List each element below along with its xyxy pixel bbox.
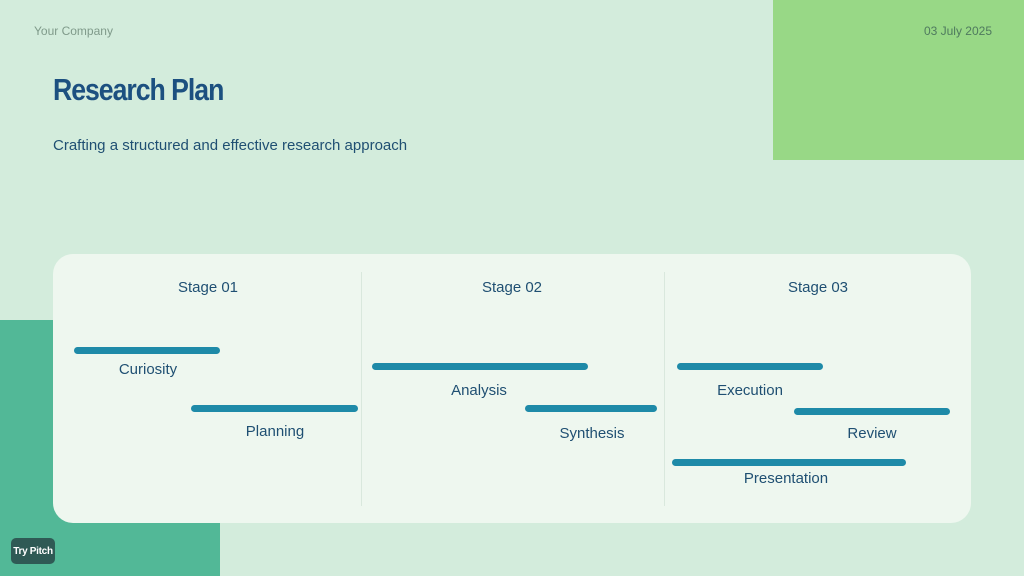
company-name: Your Company (34, 24, 113, 38)
task-label-execution: Execution (717, 382, 783, 399)
stage-03-title: Stage 03 (787, 279, 849, 296)
task-bar-curiosity (74, 347, 220, 354)
stage-divider (664, 272, 665, 506)
task-label-planning: Planning (245, 423, 305, 440)
task-bar-analysis (372, 363, 588, 370)
stage-01-title: Stage 01 (177, 279, 239, 296)
task-bar-review (794, 408, 950, 415)
task-label-review: Review (847, 425, 897, 442)
task-label-synthesis: Synthesis (559, 425, 625, 442)
timeline-card: Stage 01 Curiosity Planning Stage 02 Ana… (53, 254, 971, 523)
try-pitch-button[interactable]: Try Pitch (11, 538, 55, 564)
task-bar-presentation (672, 459, 906, 466)
decorative-green-block (773, 0, 1024, 160)
task-bar-planning (191, 405, 358, 412)
slide-title: Research Plan (53, 72, 224, 107)
task-label-curiosity: Curiosity (118, 361, 178, 378)
stage-divider (361, 272, 362, 506)
slide-subtitle: Crafting a structured and effective rese… (53, 137, 408, 154)
task-label-analysis: Analysis (451, 382, 507, 399)
slide-date: 03 July 2025 (923, 24, 992, 38)
task-bar-synthesis (525, 405, 657, 412)
task-bar-execution (677, 363, 823, 370)
stage-02-title: Stage 02 (481, 279, 543, 296)
task-label-presentation: Presentation (743, 470, 829, 487)
